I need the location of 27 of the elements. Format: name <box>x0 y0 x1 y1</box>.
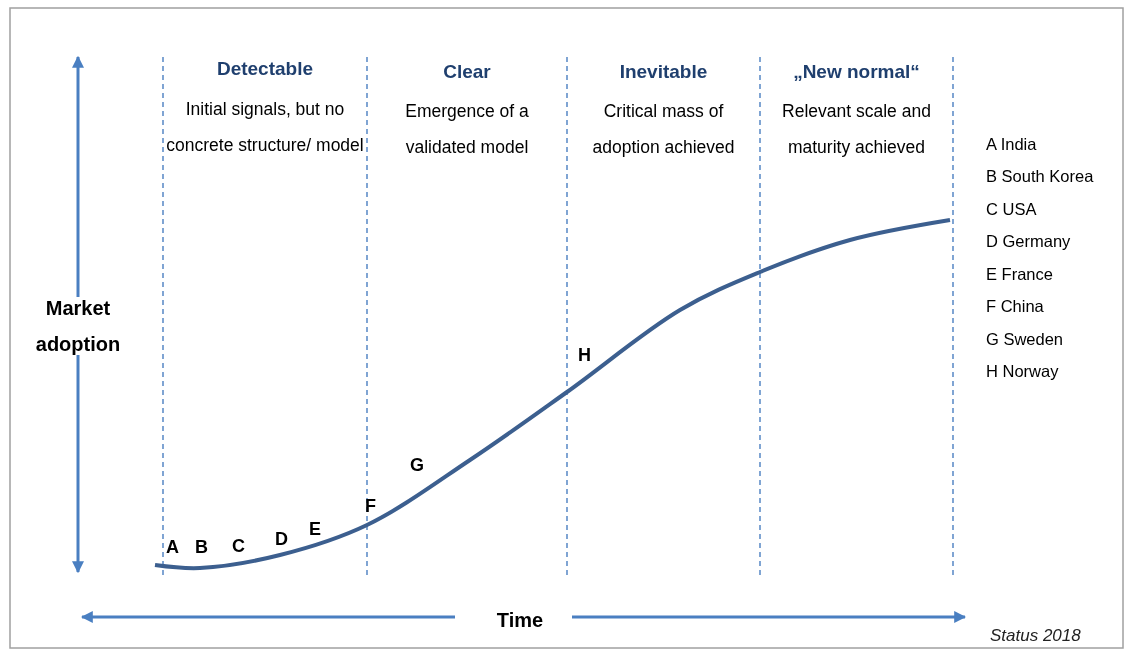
phase-description: Initial signals, but no concrete structure/ model <box>165 98 365 157</box>
phase-description: Critical mass of adoption achieved <box>591 100 736 159</box>
legend-entry: G Sweden <box>986 330 1064 350</box>
legend-entry: D Germany <box>986 232 1071 252</box>
legend-entry: H Norway <box>986 362 1059 382</box>
point-label: A <box>166 537 179 559</box>
point-label: E <box>309 519 321 541</box>
point-label: D <box>275 529 288 551</box>
phase-description: Relevant scale and maturity achieved <box>781 100 932 159</box>
point-label: C <box>232 536 245 558</box>
legend-entry: B South Korea <box>986 167 1094 187</box>
point-label: H <box>578 345 591 367</box>
status-note: Status 2018 <box>990 626 1081 647</box>
phase-title: Detectable <box>215 58 315 81</box>
legend-entry: A India <box>986 135 1037 155</box>
point-label: B <box>195 537 208 559</box>
phase-title: Clear <box>442 61 492 84</box>
axis-label: Time <box>495 608 545 633</box>
point-label: F <box>365 496 376 518</box>
phase-title: Inevitable <box>618 61 709 84</box>
point-label: G <box>410 455 424 477</box>
phase-title: „New normal“ <box>792 61 921 84</box>
legend-entry: F China <box>986 297 1044 317</box>
legend-entry: E France <box>986 265 1053 285</box>
axis-label: Market adoption <box>34 296 122 357</box>
phase-description: Emergence of a validated model <box>404 100 530 159</box>
legend-entry: C USA <box>986 200 1037 220</box>
